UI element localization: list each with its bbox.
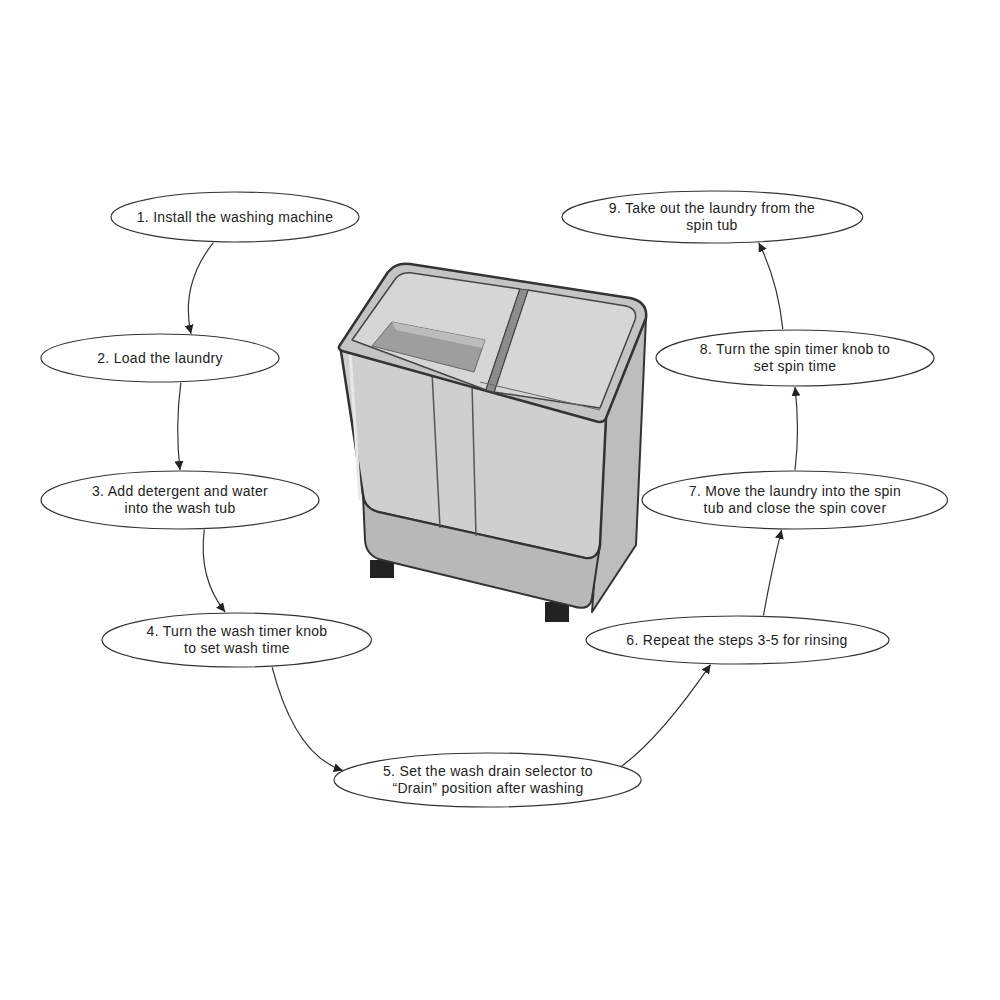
ellipse-border (102, 613, 371, 667)
step-ellipse: 6. Repeat the steps 3-5 for rinsing (585, 615, 890, 665)
lid-window (372, 322, 485, 372)
ellipse-border (41, 334, 279, 382)
step-text: 1. Install the washing machine (137, 209, 334, 226)
step-text: 5. Set the wash drain selector to “Drain… (375, 763, 600, 797)
step-ellipse: 7. Move the laundry into the spin tub an… (641, 470, 949, 530)
step-text: 4. Turn the wash timer knob to set wash … (139, 623, 334, 657)
flow-arrow (795, 387, 798, 470)
step-text: 2. Load the laundry (97, 350, 223, 367)
panel-seam (472, 384, 476, 536)
flow-arrow (763, 530, 781, 615)
ellipse-border (642, 471, 948, 529)
machine-base (363, 495, 600, 608)
step-ellipse: 2. Load the laundry (40, 333, 280, 383)
step-ellipse: 8. Turn the spin timer knob to set spin … (655, 329, 935, 387)
step-text: 6. Repeat the steps 3-5 for rinsing (626, 632, 847, 649)
step-ellipse: 4. Turn the wash timer knob to set wash … (101, 612, 372, 668)
step-text: 3. Add detergent and water into the wash… (80, 483, 280, 517)
lid-window-edge (392, 322, 485, 348)
panel-seam (432, 372, 440, 528)
flow-arrow (203, 530, 225, 613)
flow-arrow (188, 243, 213, 334)
ellipse-border (656, 330, 934, 386)
step-ellipse: 1. Install the washing machine (110, 191, 360, 243)
highlight (350, 352, 360, 500)
lid-edge (480, 382, 600, 410)
step-text: 9. Take out the laundry from the spin tu… (604, 200, 819, 234)
step-ellipse: 9. Take out the laundry from the spin tu… (561, 190, 864, 244)
step-ellipse: 3. Add detergent and water into the wash… (40, 470, 320, 530)
step-text: 7. Move the laundry into the spin tub an… (679, 483, 911, 517)
step-ellipse: 5. Set the wash drain selector to “Drain… (333, 752, 642, 808)
flow-arrow (759, 243, 783, 329)
flow-arrow (272, 667, 343, 770)
ellipse-border (41, 471, 319, 529)
ellipse-border (586, 616, 889, 664)
ellipse-border (562, 191, 863, 243)
step-text: 8. Turn the spin timer knob to set spin … (695, 341, 895, 375)
ellipse-border (334, 753, 641, 807)
flow-arrow (178, 383, 181, 470)
machine-top (339, 264, 646, 422)
lid-divider (486, 289, 528, 392)
ellipse-border (111, 192, 359, 242)
flow-arrow (622, 665, 711, 766)
